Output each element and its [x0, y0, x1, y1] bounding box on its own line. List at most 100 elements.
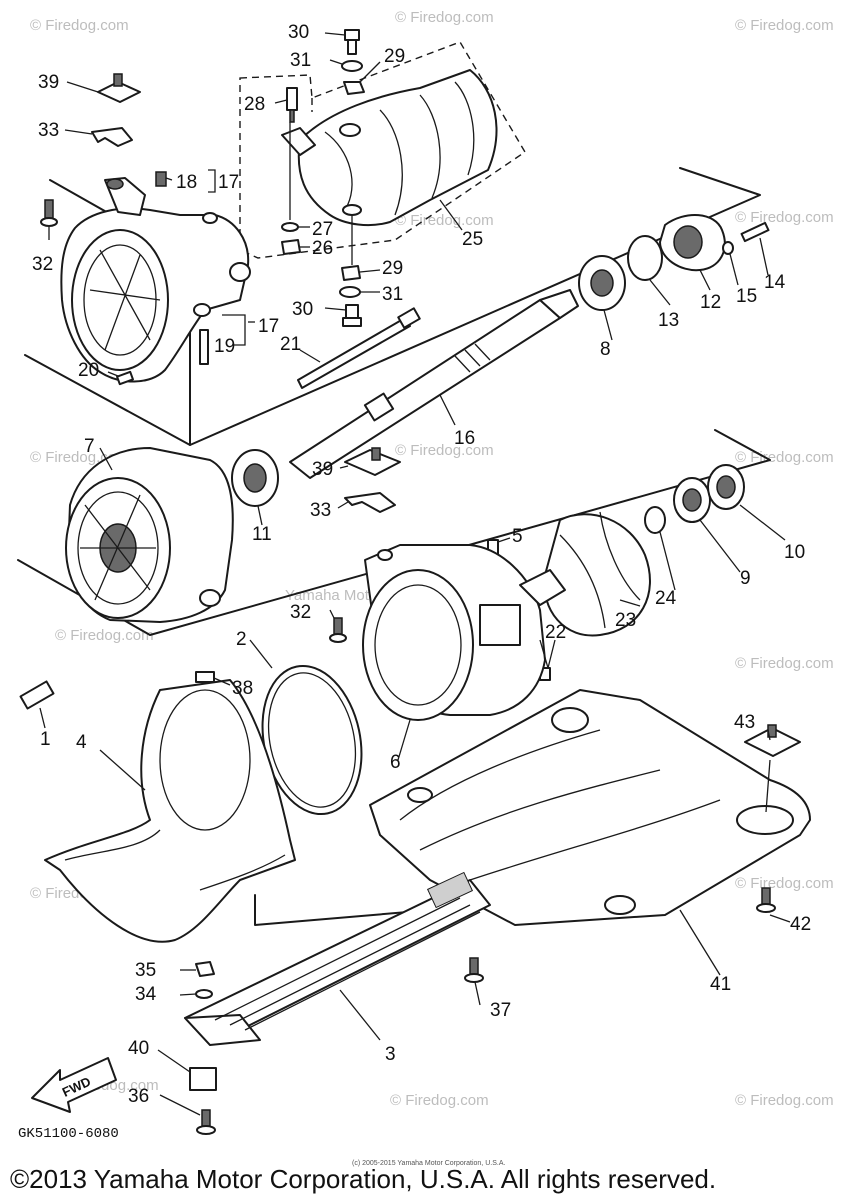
label-40: 40 — [128, 1038, 149, 1059]
shafts — [289, 289, 579, 479]
part-washer-15 — [722, 241, 734, 255]
copyright-text: ©2013 Yamaha Motor Corporation, U.S.A. A… — [10, 1164, 717, 1194]
label-6: 6 — [390, 752, 401, 773]
part-cover-25 — [281, 69, 498, 227]
label-1: 1 — [40, 729, 51, 750]
watermark-firedog: © Firedog.com — [735, 209, 834, 226]
label-31: 31 — [382, 284, 403, 305]
label-22: 22 — [545, 622, 566, 643]
part-washer-31 — [341, 60, 363, 72]
label-33: 33 — [38, 120, 59, 141]
label-3: 3 — [385, 1044, 396, 1065]
part-bolt-14 — [740, 221, 770, 243]
watermark-firedog: © Firedog.com — [395, 212, 494, 229]
leader-lines — [39, 32, 791, 1116]
part-stud-28 — [286, 87, 298, 111]
part-pin-19 — [199, 329, 209, 365]
part-washer-31 — [339, 286, 361, 298]
part-nut-35 — [195, 961, 215, 977]
part-impeller-housing-6 — [362, 544, 546, 721]
label-33: 33 — [310, 500, 331, 521]
label-9: 9 — [740, 568, 751, 589]
watermark-firedog: © Firedog.com — [735, 17, 834, 34]
label-18: 18 — [176, 172, 197, 193]
part-washer-34 — [195, 989, 213, 999]
small-parts-lower — [189, 957, 484, 1135]
part-bolt-38 — [195, 671, 215, 683]
small-parts-upper — [40, 29, 365, 386]
label-19: 19 — [214, 336, 235, 357]
part-plate-39 — [344, 449, 401, 476]
fwd-arrow-icon: FWD — [31, 1057, 117, 1113]
label-2: 2 — [236, 629, 247, 650]
label-17: 17 — [258, 316, 279, 337]
watermark-firedog: © Firedog.com — [55, 627, 154, 644]
part-bolt-30 — [344, 29, 360, 41]
label-23: 23 — [615, 610, 636, 631]
label-7: 7 — [84, 436, 95, 457]
label-34: 34 — [135, 984, 157, 1005]
part-duct-4 — [44, 679, 296, 943]
label-39: 39 — [38, 72, 59, 93]
part-oring-13 — [627, 235, 663, 281]
part-pin-18 — [155, 171, 167, 187]
diagram-code: GK51100-6080 — [18, 1126, 119, 1142]
watermark-firedog: © Firedog.com — [735, 655, 834, 672]
watermark-firedog: © Firedog.com — [735, 875, 834, 892]
part-impeller-23 — [519, 511, 651, 637]
label-41: 41 — [710, 974, 731, 995]
small-parts-middle — [195, 447, 551, 683]
part-clip-33 — [91, 127, 133, 147]
label-32: 32 — [290, 602, 311, 623]
label-29: 29 — [382, 258, 403, 279]
label-17: 17 — [218, 172, 239, 193]
label-5: 5 — [512, 526, 523, 547]
part-bolt-42 — [761, 887, 771, 905]
label-38: 38 — [232, 678, 253, 699]
label-4: 4 — [76, 732, 87, 753]
label-30: 30 — [292, 299, 313, 320]
label-24: 24 — [655, 588, 677, 609]
label-26: 26 — [312, 238, 333, 259]
label-36: 36 — [128, 1086, 149, 1107]
watermark-firedog: © Firedog.com — [390, 1092, 489, 1109]
label-12: 12 — [700, 292, 721, 313]
part-bolt-36 — [201, 1109, 211, 1127]
label-16: 16 — [454, 428, 475, 449]
upper-right-parts — [578, 213, 770, 311]
part-plate-43 — [744, 727, 801, 757]
watermark-firedog: © Firedog.com — [395, 442, 494, 459]
watermark-firedog: © Firedog.com — [395, 9, 494, 26]
label-37: 37 — [490, 1000, 511, 1021]
part-nut-29 — [343, 81, 365, 95]
label-13: 13 — [658, 310, 679, 331]
label-32: 32 — [32, 254, 53, 275]
label-31: 31 — [290, 50, 311, 71]
copyright-small-text: (c) 2005-2015 Yamaha Motor Corporation, … — [352, 1160, 506, 1167]
part-nut-29 — [341, 265, 361, 281]
label-11: 11 — [252, 524, 272, 545]
part-bolt-32 — [44, 199, 54, 219]
part-nut-26 — [281, 239, 301, 255]
label-42: 42 — [790, 914, 811, 935]
label-15: 15 — [736, 286, 757, 307]
part-pump-housing-17 — [60, 177, 251, 383]
part-plate-39 — [97, 81, 141, 103]
label-29: 29 — [384, 46, 405, 67]
label-28: 28 — [244, 94, 265, 115]
part-bolt-21 — [297, 317, 411, 389]
part-bearing-11 — [231, 449, 279, 507]
watermark-firedog: © Firedog.com — [735, 449, 834, 466]
label-35: 35 — [135, 960, 156, 981]
part-washer-27 — [281, 222, 299, 232]
part-bolt-37 — [469, 957, 479, 975]
part-block-40 — [189, 1067, 217, 1091]
label-14: 14 — [764, 272, 786, 293]
part-pin-1 — [19, 680, 55, 710]
part-bolt-30 — [345, 304, 359, 320]
watermark-firedog: © Firedog.com — [30, 17, 129, 34]
label-20: 20 — [78, 360, 99, 381]
part-bolt-32 — [333, 617, 343, 635]
part-pin-20 — [116, 370, 134, 386]
